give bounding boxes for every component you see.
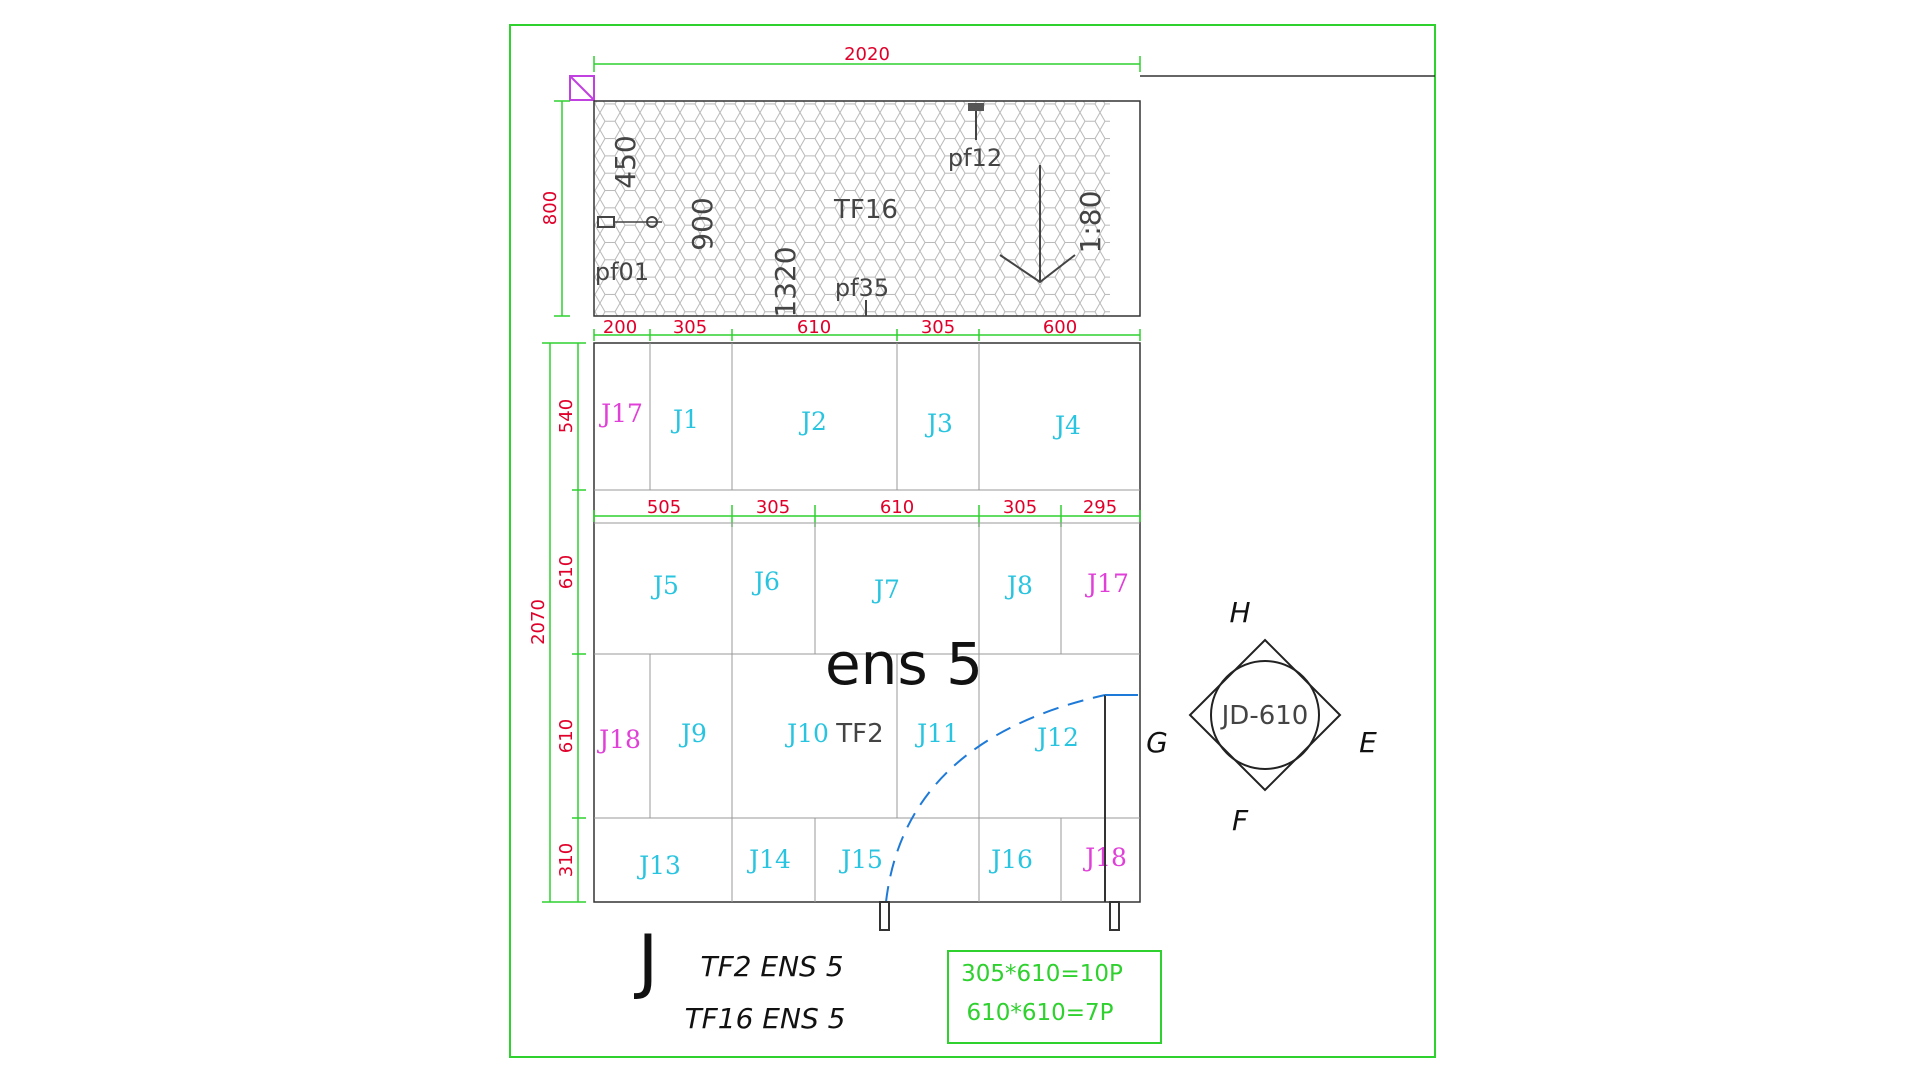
tile-j17-mid: J17: [1084, 569, 1129, 598]
dim-top-room-height: 800: [540, 191, 561, 225]
tile-j17-top: J17: [598, 399, 643, 428]
tile-j1: J1: [670, 405, 699, 434]
outer-frame: [509, 24, 1436, 1058]
orientation-compass: JD-610 H E F G: [1146, 596, 1377, 837]
tile-j6: J6: [751, 567, 780, 596]
door-jamb-left: [879, 901, 890, 931]
dim-900: 900: [686, 197, 719, 250]
dim-row1-600: 600: [1043, 317, 1077, 338]
legend-letter: J: [634, 920, 659, 1002]
dim-row1-305a: 305: [673, 317, 707, 338]
tile-j16: J16: [988, 845, 1033, 874]
dim-left-540: 540: [556, 399, 577, 433]
compass-e: E: [1359, 726, 1377, 759]
label-pf12: pf12: [948, 144, 1002, 172]
top-room-material: TF16: [833, 195, 898, 225]
tile-j5: J5: [650, 571, 679, 600]
dim-left-610a: 610: [556, 555, 577, 589]
tile-j7: J7: [871, 575, 900, 604]
tile-j9: J9: [678, 719, 707, 748]
tile-j14: J14: [746, 845, 791, 874]
tile-j11: J11: [914, 719, 959, 748]
dim-row2-505: 505: [647, 497, 681, 518]
mid-material-label: TF2: [835, 719, 883, 749]
slope-label: 1:80: [1074, 191, 1107, 254]
compass-diamond-icon: [1188, 638, 1342, 792]
compass-center-label: JD-610: [1220, 701, 1309, 731]
dim-left-310: 310: [556, 843, 577, 877]
top-room-hatch: [594, 101, 1110, 316]
label-pf35: pf35: [835, 274, 889, 302]
tile-j3: J3: [924, 409, 953, 438]
dim-row2-305a: 305: [756, 497, 790, 518]
dim-450: 450: [609, 135, 642, 188]
tile-count-box: [947, 950, 1162, 1044]
tile-j18-left: J18: [596, 725, 641, 754]
legend-line-1: TF2 ENS 5: [700, 950, 843, 983]
label-pf01: pf01: [595, 258, 649, 286]
tile-j8: J8: [1004, 571, 1033, 600]
dim-row2-295: 295: [1083, 497, 1117, 518]
legend-line-2: TF16 ENS 5: [685, 1002, 846, 1035]
drain-icon-pf35: [646, 216, 658, 228]
tile-j4: J4: [1052, 411, 1081, 440]
tile-count-610x610: 610*610=7P: [966, 1000, 1113, 1026]
compass-g: G: [1146, 726, 1168, 759]
dim-row1-200: 200: [603, 317, 637, 338]
compass-f: F: [1232, 804, 1249, 837]
tile-count-305x610: 305*610=10P: [961, 961, 1123, 987]
drain-icon-pf12: [968, 103, 984, 111]
dim-row2-610: 610: [880, 497, 914, 518]
tile-j12: J12: [1034, 723, 1079, 752]
dim-top-width: 2020: [844, 44, 890, 65]
slope-arrow-icon: [999, 165, 1076, 284]
dim-row1-610: 610: [797, 317, 831, 338]
corner-marker: [569, 75, 595, 101]
tile-j13: J13: [636, 851, 681, 880]
compass-circle-icon: [1210, 660, 1320, 770]
tile-j15: J15: [838, 845, 883, 874]
tile-j10: J10: [784, 719, 829, 748]
tile-j2: J2: [798, 407, 827, 436]
dim-overall-height: 2070: [528, 599, 549, 645]
main-room-outline: [593, 342, 1141, 903]
door-jamb-right: [1109, 901, 1120, 931]
dim-row1-305b: 305: [921, 317, 955, 338]
dim-left-610b: 610: [556, 719, 577, 753]
compass-h: H: [1229, 596, 1250, 629]
door-swing-arc: [885, 694, 1106, 903]
main-room-label: ens 5: [825, 630, 983, 698]
dim-1320: 1320: [769, 246, 802, 317]
dim-row2-305b: 305: [1003, 497, 1037, 518]
